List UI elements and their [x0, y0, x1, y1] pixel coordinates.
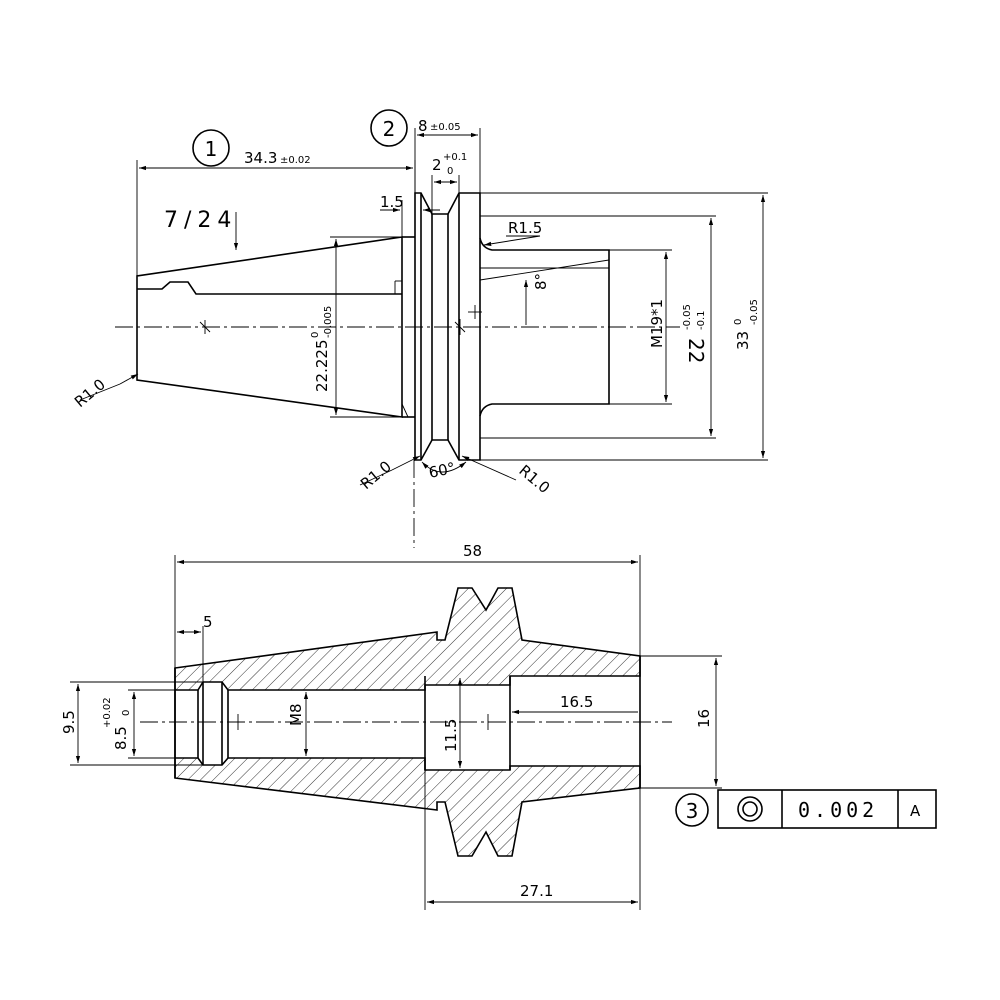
balloon-1-label: 1: [205, 137, 218, 161]
dim-34-3-tol: ±0.02: [280, 155, 311, 166]
dim-1-5: 1.5: [380, 193, 404, 211]
dim-22-tol-lo: -0.1: [696, 310, 707, 330]
section-view: 58 5 9.5 8.5 +0.02 0 M8 11.5 16.5 16: [60, 542, 722, 910]
lower-wall-section: [174, 757, 641, 857]
dim-11-5: 11.5: [442, 719, 460, 752]
angle-60: 60°: [427, 459, 457, 482]
dim-33-tol-up: 0: [733, 319, 744, 325]
dim-2-tol-up: +0.1: [443, 152, 467, 163]
dim-8-5-tol-lo: 0: [121, 710, 132, 716]
radius-r1-bottom-left: R1.0: [357, 457, 395, 493]
balloon-3-label: 3: [686, 799, 699, 823]
dim-34-3: 34.3: [244, 149, 277, 167]
top-view: 1 2 34.3 ±0.02 7/24 8 ±0.05 2 +0.1 0 1.5: [71, 109, 768, 548]
dim-22-tol-up: -0.05: [682, 304, 693, 330]
dim-22-225-tol-up: 0: [310, 332, 321, 338]
dim-33-tol-lo: -0.05: [749, 299, 760, 325]
thread-m19: M19*1: [648, 299, 666, 348]
balloon-3: [675, 793, 709, 827]
radius-r1-left: R1.0: [71, 375, 109, 411]
concentricity-icon: [737, 796, 763, 822]
balloon-2: [370, 109, 408, 147]
dim-8: 8: [418, 117, 428, 135]
tolerance-datum: A: [910, 802, 921, 820]
dim-m8: M8: [287, 704, 305, 727]
radius-r1-bottom-right: R1.0: [515, 461, 553, 497]
dim-22-225-tol-lo: -0.005: [323, 306, 334, 338]
taper-ratio: 7/24: [164, 208, 237, 233]
dim-8-tol: ±0.05: [430, 122, 461, 133]
dim-22: 22: [684, 338, 708, 363]
flange: [402, 192, 482, 461]
dim-2-tol-lo: 0: [447, 166, 453, 177]
dim-16: 16: [695, 709, 713, 728]
dim-27-1: 27.1: [520, 882, 553, 900]
dim-8-5: 8.5: [112, 726, 130, 750]
dim-5: 5: [203, 613, 213, 631]
nose-cylinder: [479, 237, 610, 417]
balloon-2-label: 2: [383, 117, 396, 141]
dim-58: 58: [463, 542, 482, 560]
dim-22-225: 22.225: [313, 340, 331, 393]
dim-8-5-tol-up: +0.02: [102, 697, 113, 728]
dim-33: 33: [734, 331, 752, 350]
dim-9-5: 9.5: [60, 710, 78, 734]
dim-2: 2: [432, 156, 442, 174]
tolerance-value: 0.002: [798, 798, 878, 822]
upper-wall-section: [174, 587, 641, 691]
dim-16-5: 16.5: [560, 693, 593, 711]
radius-r1-5: R1.5: [508, 219, 542, 237]
tolerance-frame: 3 0.002 A: [640, 787, 937, 829]
angle-8: 8°: [532, 273, 550, 290]
